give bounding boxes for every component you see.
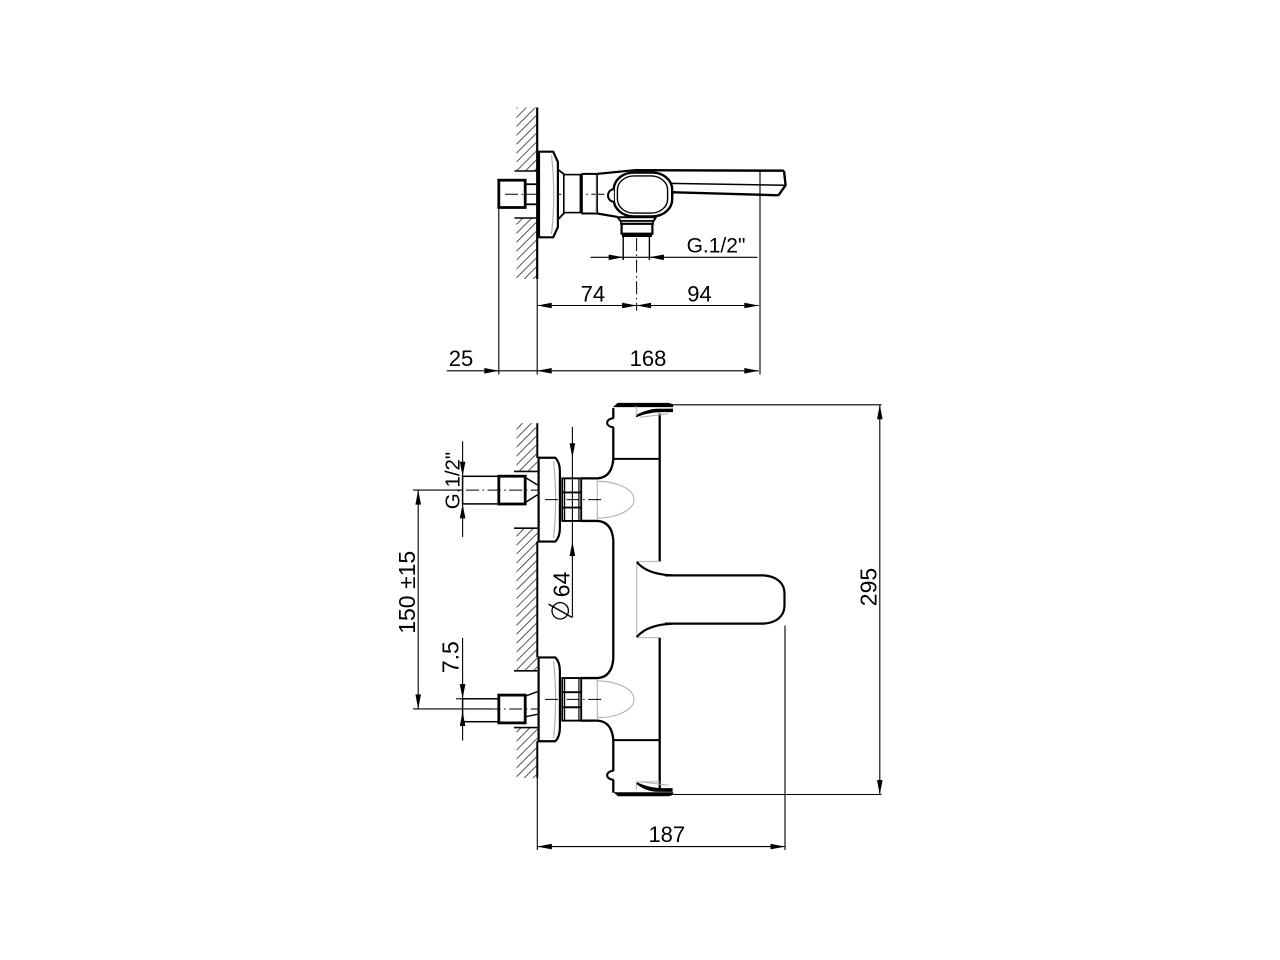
svg-text:187: 187	[648, 822, 685, 847]
svg-text:G.1/2": G.1/2"	[687, 235, 746, 258]
svg-text:295: 295	[855, 568, 881, 606]
svg-text:64: 64	[549, 571, 575, 597]
svg-text:168: 168	[630, 346, 667, 371]
svg-text:94: 94	[687, 282, 711, 307]
svg-text:25: 25	[449, 346, 473, 371]
svg-text:7.5: 7.5	[438, 641, 464, 673]
svg-text:G.1/2": G.1/2"	[441, 452, 464, 509]
svg-text:74: 74	[581, 282, 605, 307]
svg-text:150 ±15: 150 ±15	[394, 551, 420, 634]
